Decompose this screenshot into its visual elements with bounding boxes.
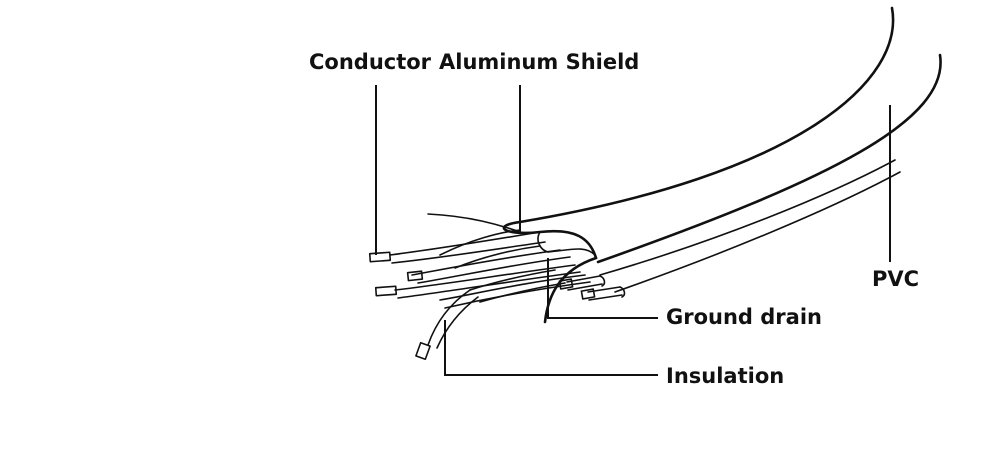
label-conductor: Conductor [309,50,432,74]
conductor-tips [368,251,424,297]
insulated-conductors [389,229,591,309]
label-insulation: Insulation [666,364,785,388]
ground-drain-wires [558,275,626,301]
leader-lines [375,85,891,376]
pvc-jacket [502,6,942,264]
insulation-wire [415,289,479,361]
label-ground-drain: Ground drain [666,305,822,329]
label-aluminum-shield: Aluminum Shield [439,50,640,74]
label-pvc: PVC [872,267,920,291]
inner-jacket-lines [543,159,901,324]
